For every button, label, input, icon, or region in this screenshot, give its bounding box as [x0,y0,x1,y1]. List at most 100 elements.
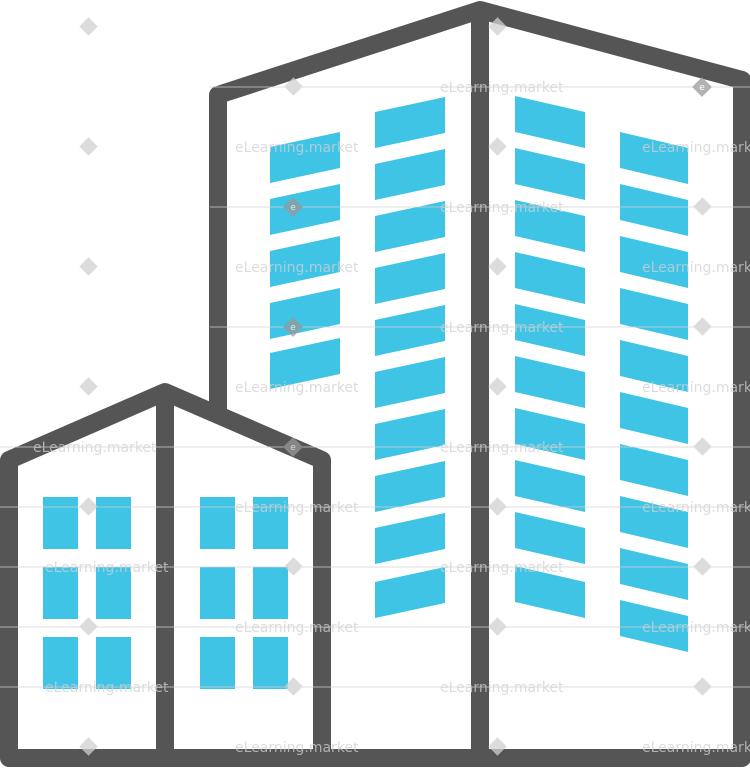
watermark-text: eLearning.market [45,560,169,576]
window [620,184,688,236]
small-building-left-windows [43,497,131,689]
window [375,357,445,408]
window [515,200,585,252]
watermark-text: eLearning.market [642,140,750,156]
watermark-layer: e e e e eLearning.market eLearning.marke… [0,17,750,756]
diamond-icon [284,677,303,696]
window [375,253,445,304]
window [43,497,78,549]
diamond-icon [79,17,98,36]
watermark-text: eLearning.market [235,140,359,156]
window [375,567,445,618]
watermark-text: eLearning.market [235,380,359,396]
window [43,567,78,619]
watermark-text: eLearning.market [440,680,564,696]
window [620,548,688,600]
window [270,132,340,183]
window [270,236,340,287]
diamond-icon [488,497,507,516]
window [515,148,585,200]
window [620,132,688,184]
watermark-diamonds [79,17,712,756]
tall-building [209,1,750,767]
diamond-icon [488,737,507,756]
window [253,637,288,689]
window [253,497,288,549]
logo-letter: e [699,83,705,93]
window [620,444,688,496]
diamond-icon [693,677,712,696]
watermark-text: eLearning.market [440,560,564,576]
diamond-icon [488,137,507,156]
diamond-icon [79,617,98,636]
window [200,497,235,549]
diamond-icon [693,317,712,336]
diamond-icon [488,617,507,636]
window [200,637,235,689]
watermark-text: eLearning.market [440,80,564,96]
watermark-text: eLearning.market [235,260,359,276]
window [375,97,445,148]
watermark-text: eLearning.market [45,680,169,696]
watermark-text: eLearning.market [440,320,564,336]
tall-building-left-column-2 [375,97,445,618]
window [620,600,688,652]
window [515,512,585,564]
window [515,304,585,356]
window [96,567,131,619]
watermark-text: eLearning.market [642,260,750,276]
watermark-texts: eLearning.market eLearning.market eLearn… [33,80,750,756]
diamond-icon [488,257,507,276]
diamond-icon [284,557,303,576]
tall-building-right-column-2 [620,132,688,652]
logo-letter: e [290,203,296,213]
watermark-text: eLearning.market [440,200,564,216]
diamond-icon [488,17,507,36]
window [620,392,688,444]
diamond-icon [79,137,98,156]
diamond-icon [79,737,98,756]
watermark-text: eLearning.market [235,620,359,636]
window [620,236,688,288]
window [515,566,585,618]
window [96,497,131,549]
logo-letter: e [290,443,296,453]
diamond-icon [693,557,712,576]
logo-letter: e [290,323,296,333]
small-building-right-windows [200,497,288,689]
diamond-icon [488,377,507,396]
window [515,460,585,512]
window [375,201,445,252]
diamond-icon [79,497,98,516]
watermark-text: eLearning.market [235,500,359,516]
window [96,637,131,689]
watermark-text: eLearning.market [642,620,750,636]
window [43,637,78,689]
watermark-text: eLearning.market [642,740,750,756]
watermark-text: eLearning.market [642,380,750,396]
window [270,338,340,389]
diamond-icon [693,437,712,456]
diamond-icon [79,257,98,276]
window [375,513,445,564]
window [620,340,688,392]
watermark-text: eLearning.market [642,500,750,516]
window [200,567,235,619]
window [253,567,288,619]
watermark-text: eLearning.market [235,740,359,756]
logo-mark: e [283,317,303,337]
logo-mark: e [283,437,303,457]
window [375,149,445,200]
diamond-icon [284,77,303,96]
small-building [0,383,331,767]
window [375,305,445,356]
window [270,184,340,235]
window [375,461,445,512]
diamond-icon [693,197,712,216]
logo-mark: e [283,197,303,217]
window [515,252,585,304]
window [515,96,585,148]
tall-building-right-column-1 [515,96,585,618]
